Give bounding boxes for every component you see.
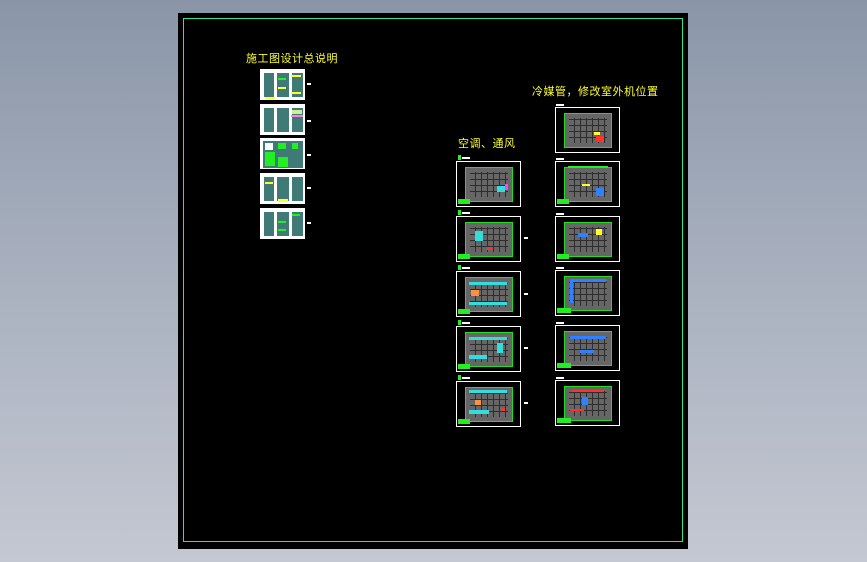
refrigerant-title: 冷媒管，修改室外机位置	[532, 85, 659, 98]
refrigerant-sheet-6[interactable]	[555, 380, 620, 426]
notes-sheet-5-marker	[307, 222, 311, 224]
notes-sheet-2-marker	[307, 120, 311, 122]
drawing-border-frame	[183, 18, 683, 542]
refrigerant-sheet-5[interactable]	[555, 325, 620, 371]
refrigerant-sheet-1[interactable]	[555, 107, 620, 153]
refrigerant-sheet-2[interactable]	[555, 161, 620, 207]
hvac-sheet-2[interactable]	[456, 216, 521, 262]
refrigerant-sheet-1-tag	[556, 102, 564, 107]
hvac-sheet-5[interactable]	[456, 381, 521, 427]
refrigerant-sheet-3[interactable]	[555, 216, 620, 262]
hvac-sheet-4-tag	[458, 320, 470, 325]
notes-sheet-2[interactable]	[260, 104, 305, 135]
hvac-sheet-3-tag	[458, 265, 470, 270]
notes-sheet-4-marker	[307, 187, 311, 189]
refrigerant-sheet-4-tag	[556, 265, 564, 270]
hvac-sheet-3-marker	[524, 293, 528, 295]
hvac-sheet-1[interactable]	[456, 161, 521, 207]
refrigerant-sheet-5-tag	[556, 320, 564, 325]
notes-sheet-1-marker	[307, 83, 311, 85]
refrigerant-sheet-6-tag	[556, 375, 564, 380]
hvac-sheet-5-tag	[458, 375, 470, 380]
hvac-sheet-3[interactable]	[456, 271, 521, 317]
notes-sheet-3[interactable]	[260, 138, 305, 169]
drawing-canvas[interactable]: 施工图设计总说明	[178, 13, 688, 549]
hvac-sheet-2-tag	[458, 210, 470, 215]
hvac-sheet-1-tag	[458, 155, 470, 160]
general-notes-title: 施工图设计总说明	[246, 52, 338, 65]
hvac-sheet-4[interactable]	[456, 326, 521, 372]
hvac-sheet-4-marker	[524, 347, 528, 349]
refrigerant-sheet-3-tag	[556, 211, 564, 216]
refrigerant-sheet-4[interactable]	[555, 270, 620, 316]
notes-sheet-3-marker	[307, 154, 311, 156]
hvac-ventilation-title: 空调、通风	[458, 137, 516, 150]
notes-sheet-4[interactable]	[260, 173, 305, 204]
notes-sheet-1[interactable]	[260, 69, 305, 100]
refrigerant-sheet-2-tag	[556, 156, 564, 161]
hvac-sheet-5-marker	[524, 402, 528, 404]
hvac-sheet-2-marker	[524, 237, 528, 239]
notes-sheet-5[interactable]	[260, 208, 305, 239]
